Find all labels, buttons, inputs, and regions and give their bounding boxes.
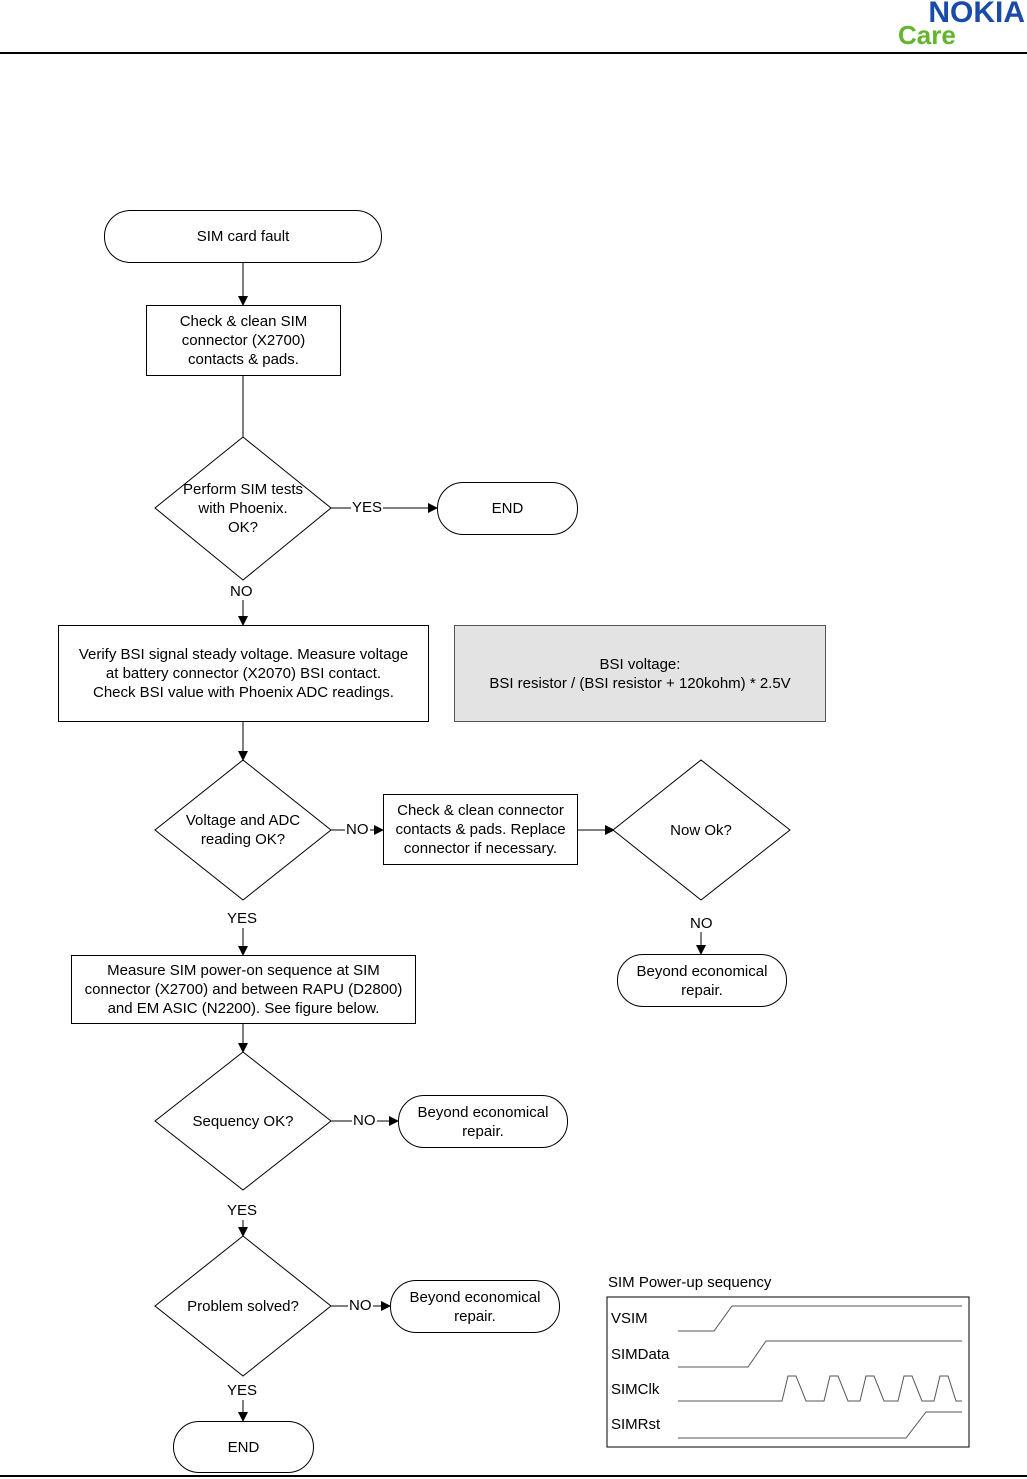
decision-sequency	[154, 1051, 332, 1191]
signal-label-simrst: SIMRst	[611, 1416, 661, 1433]
sequence-frame	[606, 1296, 970, 1448]
edge-label-solved-yes: YES	[226, 1382, 259, 1399]
signal-label-simclk: SIMClk	[611, 1381, 660, 1398]
logo-care-word: Care	[898, 20, 956, 50]
edge-label-simtests-yes: YES	[351, 499, 384, 516]
decision-sequency-label: Sequency OK?	[192, 1112, 294, 1130]
terminal-beyond-repair-2: Beyond economical repair.	[398, 1095, 568, 1148]
sequence-diagram	[606, 1296, 970, 1448]
wave-simclk	[678, 1375, 962, 1402]
sequence-title: SIM Power-up sequency	[608, 1274, 772, 1291]
decision-solved	[154, 1235, 332, 1377]
process-clean-sim: Check & clean SIM connector (X2700) cont…	[146, 305, 341, 376]
start-terminal: SIM card fault	[104, 210, 382, 263]
logo-nokia-word: NOKIA	[928, 0, 1025, 29]
end-terminal-top: END	[437, 482, 578, 535]
process-clean-connector: Check & clean connector contacts & pads.…	[383, 794, 578, 865]
wave-vsim	[678, 1305, 962, 1332]
edge-label-simtests-no: NO	[229, 583, 254, 600]
nokia-care-logo: NOKIA Care	[896, 0, 1027, 56]
decision-solved-label: Problem solved?	[187, 1297, 299, 1315]
edge-label-seq-yes: YES	[226, 1202, 259, 1219]
wave-simrst	[678, 1411, 962, 1439]
edge-label-voltage-yes: YES	[226, 910, 259, 927]
signal-label-simdata: SIMData	[611, 1346, 670, 1363]
decision-voltage-label: Voltage and ADC reading OK?	[185, 812, 301, 848]
note-bsi-voltage: BSI voltage: BSI resistor / (BSI resisto…	[454, 625, 826, 722]
signal-label-vsim: VSIM	[611, 1310, 648, 1327]
wave-simdata	[678, 1340, 962, 1368]
decision-now-ok	[612, 759, 791, 901]
header-rule	[0, 52, 1027, 54]
end-terminal-bottom: END	[173, 1421, 314, 1473]
edge-label-voltage-no: NO	[345, 821, 370, 838]
decision-sim-tests-label: Perform SIM tests with Phoenix. OK?	[182, 480, 304, 536]
process-verify-bsi: Verify BSI signal steady voltage. Measur…	[58, 625, 429, 722]
terminal-beyond-repair-3: Beyond economical repair.	[390, 1280, 560, 1333]
decision-voltage	[154, 759, 332, 901]
edge-label-nowok-no: NO	[689, 915, 714, 932]
terminal-beyond-repair-1: Beyond economical repair.	[617, 954, 787, 1007]
decision-now-ok-label: Now Ok?	[670, 821, 732, 839]
footer-rule	[0, 1475, 1027, 1477]
process-measure-sequence: Measure SIM power-on sequence at SIM con…	[71, 955, 416, 1024]
edge-label-solved-no: NO	[348, 1297, 373, 1314]
edge-label-seq-no: NO	[352, 1112, 377, 1129]
decision-sim-tests	[154, 436, 332, 581]
